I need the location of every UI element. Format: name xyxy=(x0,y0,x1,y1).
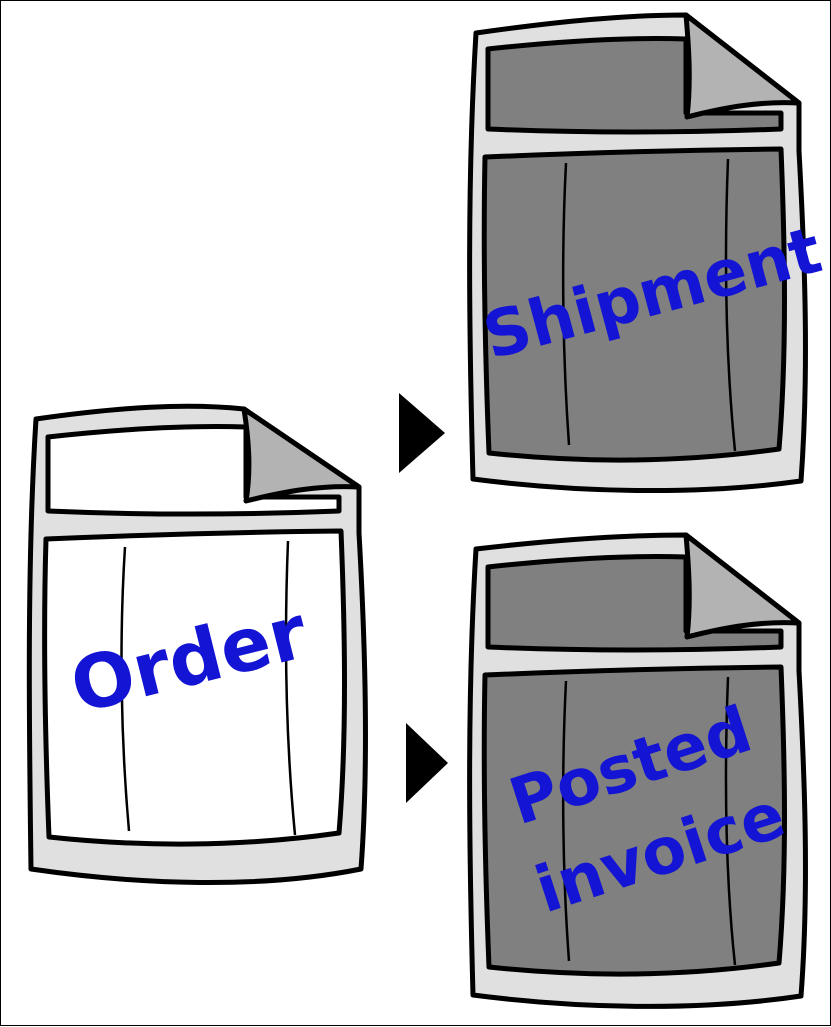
posted-invoice-fold-corner xyxy=(683,532,802,640)
posted-invoice-body-panel xyxy=(481,664,787,977)
order-fold-corner xyxy=(241,406,362,504)
triangle-arrow-right-icon xyxy=(406,723,448,803)
posted-invoice-header-panel xyxy=(485,554,784,653)
shipment-header-panel xyxy=(485,36,784,135)
shipment-column-line-left xyxy=(561,162,571,446)
shipment-document: Shipment xyxy=(467,12,829,494)
order-body-panel xyxy=(42,528,347,847)
triangle-arrow-right-icon xyxy=(399,393,445,473)
shipment-column-line-right xyxy=(724,158,737,452)
order-header-panel xyxy=(45,424,342,517)
shipment-body-panel xyxy=(481,146,787,463)
order-column-line-left xyxy=(120,546,131,832)
order-column-line-right xyxy=(284,540,297,836)
shipment-fold-corner xyxy=(683,12,802,120)
posted-invoice-column-line-left xyxy=(561,680,571,962)
posted-invoice-column-line-right xyxy=(724,676,737,966)
posted-invoice-document: Posted invoice xyxy=(467,532,808,1009)
order-document: Order xyxy=(26,403,368,886)
